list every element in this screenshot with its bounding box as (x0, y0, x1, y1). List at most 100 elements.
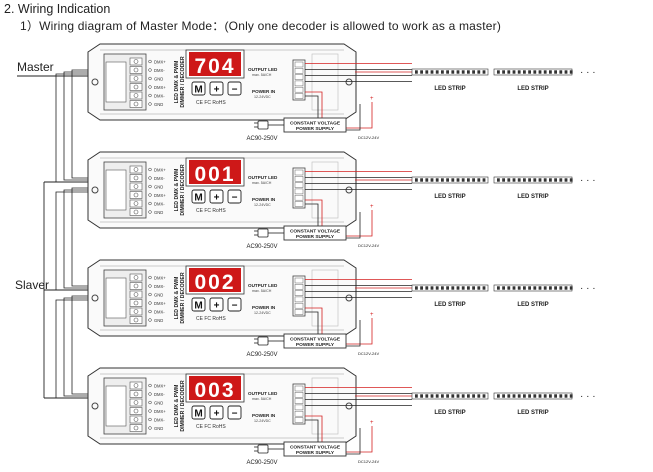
led-chip (559, 394, 563, 398)
mode-button[interactable] (191, 297, 206, 312)
display-screen (189, 268, 241, 292)
rj45-port (105, 61, 127, 103)
minus-button[interactable] (227, 189, 242, 204)
led-chip (564, 178, 568, 182)
dmx-pin-label: GND (154, 77, 163, 82)
terminal-screw (129, 191, 143, 199)
led-chip (446, 70, 449, 74)
led-chip (441, 178, 444, 182)
mode-button[interactable] (191, 81, 206, 96)
plus-button[interactable] (209, 297, 224, 312)
dc-voltage-label: DC12V-24V (358, 243, 379, 248)
led-chip (512, 178, 516, 182)
mounting-hole (91, 294, 99, 302)
led-chip (538, 178, 542, 182)
led-chip (528, 178, 531, 182)
led-chip (564, 394, 568, 398)
strip-body (411, 284, 489, 292)
mounting-hole (345, 402, 353, 410)
display-value: 002 (194, 271, 235, 294)
dmx-pin-label: DMX- (154, 392, 165, 397)
led-chip (441, 286, 444, 290)
led-chip (497, 286, 500, 290)
led-chip (507, 394, 511, 398)
minus-button[interactable] (227, 81, 242, 96)
polarity-plus: + (370, 204, 374, 210)
led-chip (528, 70, 531, 74)
model-line-2: DIMMER / DECODER (180, 272, 186, 324)
ac-plug (257, 120, 269, 130)
terminal-screw (129, 415, 143, 424)
led-chip (430, 394, 434, 398)
dmx-pin-label: DMX+ (154, 384, 166, 389)
dmx-pin-label: DMX- (154, 94, 165, 99)
terminal-screw (129, 83, 143, 91)
dmx-pin-label: DMX+ (154, 168, 166, 173)
led-chip (538, 394, 542, 398)
led-chip (554, 178, 557, 182)
output-sub: max. 5A/CH (252, 397, 272, 401)
led-chip (482, 70, 486, 74)
terminal-screw (129, 299, 143, 307)
mounting-hole (345, 294, 353, 302)
dmx-pin-label: DMX- (154, 284, 165, 289)
led-chip (523, 70, 526, 74)
plus-button-label: + (214, 85, 220, 96)
led-chip (451, 394, 455, 398)
led-chip (425, 286, 429, 290)
led-chip (538, 70, 542, 74)
led-chip (538, 286, 542, 290)
led-chip (467, 178, 470, 182)
led-chip (549, 286, 552, 290)
dmx-pin-label: DMX+ (154, 60, 166, 65)
dmx-pin-label: GND (154, 318, 163, 323)
led-chip (446, 178, 449, 182)
led-chip (543, 178, 547, 182)
mounting-hole (345, 186, 353, 194)
terminal-screw (129, 208, 143, 216)
psu-label-2: POWER SUPPLY (296, 342, 335, 348)
led-chip (497, 178, 500, 182)
led-strip: LED STRIP (411, 68, 489, 92)
output-label: OUTPUT LED (248, 391, 278, 396)
minus-button-label: − (232, 85, 238, 96)
led-chip (425, 70, 429, 74)
rj45-port (105, 169, 127, 211)
led-chip (435, 286, 439, 290)
plus-button[interactable] (209, 405, 224, 420)
dmx-link-3-4 (63, 297, 104, 397)
terminal-screw (129, 100, 143, 108)
dc-voltage-label: DC12V-24V (358, 135, 379, 140)
led-chip (430, 178, 434, 182)
power-label: POWER IN (252, 305, 276, 310)
led-chip (497, 70, 500, 74)
led-chip (425, 178, 429, 182)
led-chip (564, 286, 568, 290)
led-chip (512, 394, 516, 398)
led-chip (523, 394, 526, 398)
plus-button[interactable] (209, 81, 224, 96)
led-chip (435, 178, 439, 182)
led-chip (430, 70, 434, 74)
plus-button[interactable] (209, 189, 224, 204)
more-strips-ellipsis: · · · (580, 283, 596, 294)
led-chip (472, 286, 475, 290)
minus-button[interactable] (227, 405, 242, 420)
led-chip (477, 178, 481, 182)
mode-button[interactable] (191, 405, 206, 420)
ac-voltage-label: AC90-250V (246, 352, 277, 358)
mode-button[interactable] (191, 189, 206, 204)
output-sub: max. 5A/CH (252, 289, 272, 293)
dc-voltage-label: DC12V-24V (358, 459, 379, 464)
led-strip: LED STRIP (411, 284, 489, 308)
terminal-screw (129, 381, 143, 390)
led-chip (435, 70, 439, 74)
minus-button[interactable] (227, 297, 242, 312)
ac-plug (257, 228, 269, 238)
led-chip (415, 178, 418, 182)
led-chip (477, 70, 481, 74)
led-chip (482, 394, 486, 398)
master-label: Master (17, 60, 54, 74)
